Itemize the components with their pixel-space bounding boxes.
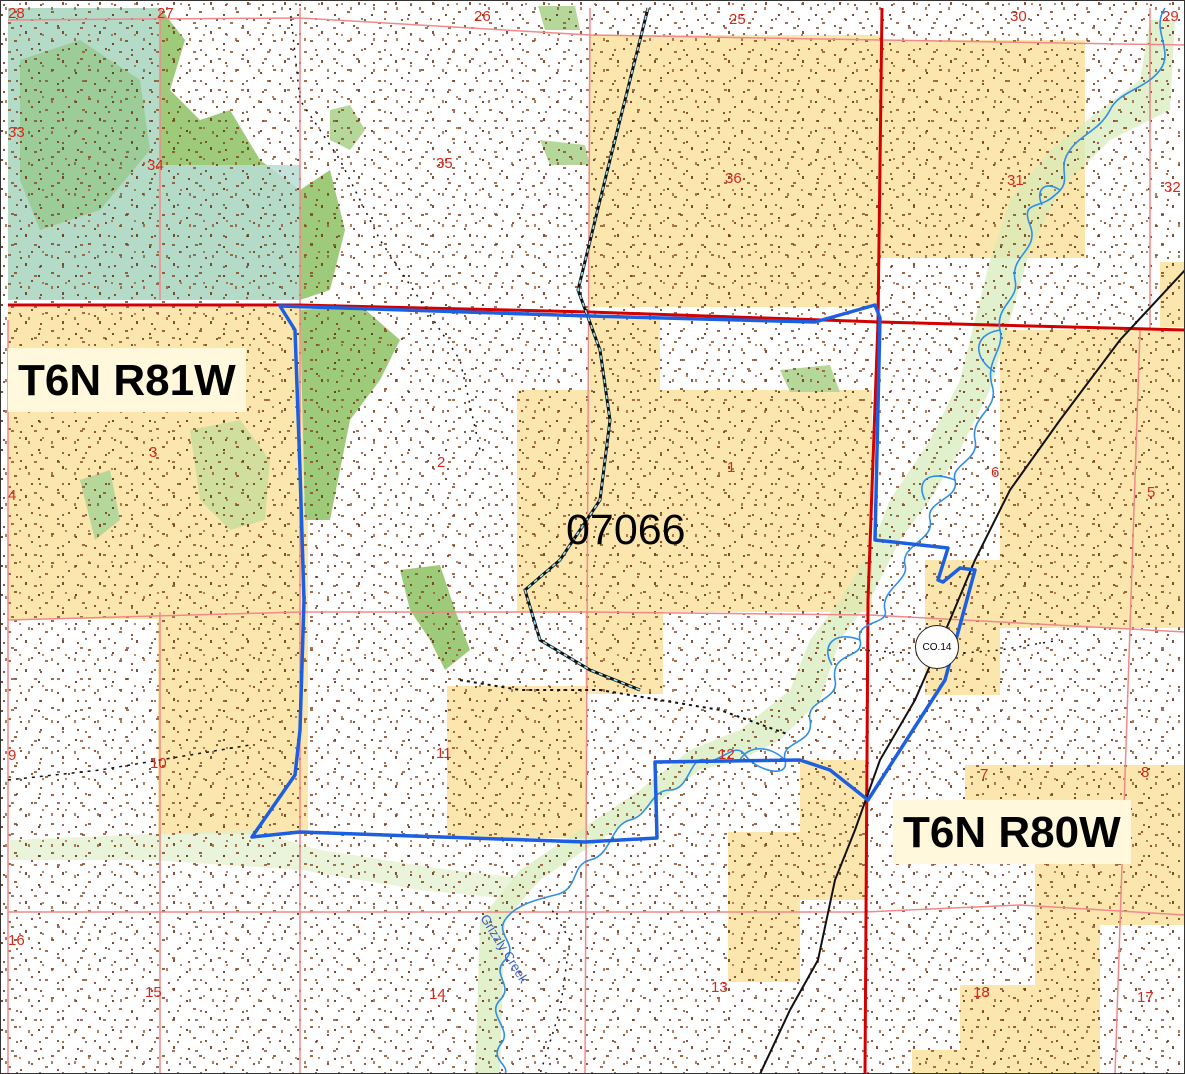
route-shield-text: CO.14 bbox=[922, 641, 952, 653]
section-number: 28 bbox=[8, 5, 25, 22]
section-number: 15 bbox=[145, 984, 162, 1001]
township-line bbox=[863, 7, 884, 1074]
section-number: 36 bbox=[725, 170, 742, 187]
section-number: 14 bbox=[429, 986, 446, 1003]
roads bbox=[7, 7, 1185, 1074]
ditch-line-dash bbox=[524, 7, 649, 691]
section-number: 26 bbox=[474, 8, 491, 25]
creek-main-channel bbox=[494, 7, 1166, 1074]
section-number: 35 bbox=[436, 155, 453, 172]
section-number: 3 bbox=[149, 444, 157, 461]
creek bbox=[494, 7, 1166, 1074]
section-number: 33 bbox=[8, 124, 25, 141]
section-number: 5 bbox=[1147, 484, 1155, 501]
section-line bbox=[1114, 329, 1141, 1074]
section-number: 1 bbox=[727, 459, 735, 476]
parcel-boundary[interactable] bbox=[250, 303, 977, 844]
township-line bbox=[8, 303, 1185, 332]
parcel-id-label: 07066 bbox=[566, 506, 686, 554]
section-number: 9 bbox=[8, 747, 16, 764]
route-shield-co14: CO.14 bbox=[915, 625, 959, 669]
section-number: 4 bbox=[8, 487, 16, 504]
section-number: 34 bbox=[147, 157, 164, 174]
dirt-road bbox=[459, 679, 791, 736]
dirt-road bbox=[859, 639, 1061, 656]
section-lines bbox=[7, 7, 1185, 1074]
section-line bbox=[8, 904, 1185, 916]
section-number: 27 bbox=[157, 5, 174, 22]
section-number: 31 bbox=[1007, 172, 1024, 189]
section-number: 13 bbox=[711, 979, 728, 996]
ditch-line bbox=[523, 7, 650, 692]
section-number: 7 bbox=[980, 766, 988, 783]
section-number: 2 bbox=[437, 454, 445, 471]
section-number: 30 bbox=[1010, 8, 1027, 25]
section-number: 6 bbox=[991, 464, 999, 481]
section-numbers: 28 27 26 25 30 29 33 34 35 36 31 32 4 3 … bbox=[8, 5, 1181, 1006]
section-number: 12 bbox=[718, 746, 735, 763]
section-line bbox=[584, 7, 591, 1074]
township-label-t6n-r81w: T6N R81W bbox=[8, 348, 246, 412]
section-number: 10 bbox=[150, 755, 167, 772]
section-number: 16 bbox=[8, 932, 25, 949]
section-number: 25 bbox=[729, 11, 746, 28]
section-number: 8 bbox=[1141, 764, 1149, 781]
township-lines bbox=[8, 7, 1185, 1074]
section-line bbox=[7, 611, 1185, 633]
section-number: 18 bbox=[973, 984, 990, 1001]
township-label-t6n-r80w: T6N R80W bbox=[893, 800, 1131, 864]
section-number: 32 bbox=[1164, 179, 1181, 196]
section-number: 17 bbox=[1137, 989, 1154, 1006]
highway-co14 bbox=[759, 269, 1185, 1074]
section-number: 11 bbox=[436, 745, 452, 762]
dirt-road bbox=[7, 744, 251, 781]
section-number: 29 bbox=[1162, 8, 1179, 25]
creek-side-channel bbox=[739, 185, 1061, 761]
